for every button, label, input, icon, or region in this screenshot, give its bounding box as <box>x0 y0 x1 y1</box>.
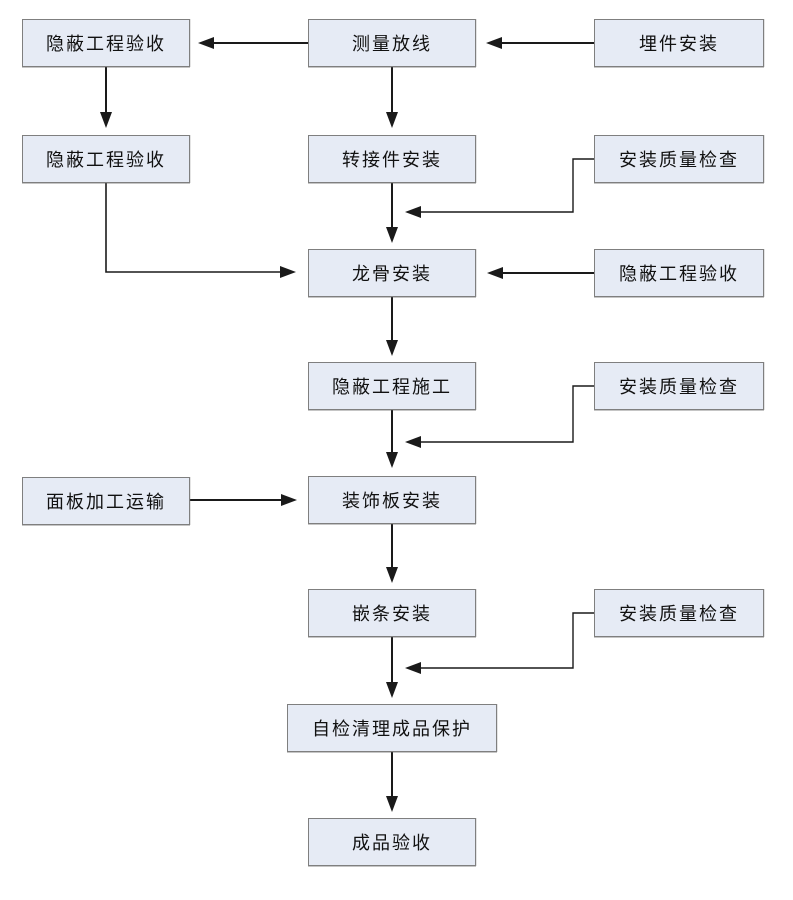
edge-quality-check-2-feedback <box>405 385 594 448</box>
arrowhead-icon <box>386 112 398 128</box>
flow-node-label: 隐蔽工程验收 <box>46 150 166 170</box>
arrowhead-icon <box>100 112 112 128</box>
arrowhead-icon <box>405 206 421 218</box>
flow-node-label: 测量放线 <box>352 34 432 54</box>
flow-node-label: 安装质量检查 <box>619 604 739 624</box>
arrowhead-icon <box>386 227 398 243</box>
edge-measure-layout-to-adapter-install <box>386 67 398 128</box>
arrowhead-icon <box>386 340 398 356</box>
arrowhead-icon <box>386 682 398 698</box>
edge-panel-transport-to-decorative-panel <box>190 494 297 506</box>
edge-adapter-install-to-keel-install <box>386 183 398 243</box>
arrowhead-icon <box>386 567 398 583</box>
arrowhead-icon <box>405 436 421 448</box>
flow-node-install-quality-check-3: 安装质量检查 <box>594 589 764 637</box>
flow-node-decorative-panel-install: 装饰板安装 <box>308 476 476 524</box>
flow-node-keel-install: 龙骨安装 <box>308 249 476 297</box>
flow-node-label: 埋件安装 <box>639 34 719 54</box>
flow-node-label: 转接件安装 <box>342 150 442 170</box>
edge-quality-check-1-feedback <box>405 158 594 218</box>
edge-hidden-construction-to-decorative-panel <box>386 410 398 468</box>
edge-inlay-strip-to-self-check <box>386 637 398 698</box>
flow-node-label: 装饰板安装 <box>342 491 442 511</box>
flow-node-label: 嵌条安装 <box>352 604 432 624</box>
edge-measure-layout-to-hidden-acceptance-1 <box>198 37 308 49</box>
arrowhead-icon <box>386 452 398 468</box>
flow-node-label: 安装质量检查 <box>619 150 739 170</box>
edge-quality-check-3-feedback <box>405 612 594 674</box>
flow-node-label: 安装质量检查 <box>619 377 739 397</box>
arrowhead-icon <box>487 267 503 279</box>
flow-node-hidden-works-acceptance-3: 隐蔽工程验收 <box>594 249 764 297</box>
edge-decorative-panel-to-inlay-strip <box>386 524 398 583</box>
flow-node-panel-process-transport: 面板加工运输 <box>22 477 190 525</box>
flow-node-embed-part-install: 埋件安装 <box>594 19 764 67</box>
flow-node-label: 面板加工运输 <box>46 492 166 512</box>
flow-node-label: 自检清理成品保护 <box>312 719 472 739</box>
edge-self-check-to-finished-acceptance <box>386 752 398 812</box>
flow-node-install-quality-check-1: 安装质量检查 <box>594 135 764 183</box>
flow-node-self-check-clean-protect: 自检清理成品保护 <box>287 704 497 752</box>
flow-node-adapter-install: 转接件安装 <box>308 135 476 183</box>
flow-node-label: 隐蔽工程施工 <box>332 377 452 397</box>
flow-node-hidden-works-acceptance-1: 隐蔽工程验收 <box>22 19 190 67</box>
flow-node-label: 龙骨安装 <box>352 264 432 284</box>
flow-node-install-quality-check-2: 安装质量检查 <box>594 362 764 410</box>
arrowhead-icon <box>281 494 297 506</box>
edge-hidden-acceptance-1-to-2 <box>100 67 112 128</box>
flow-node-finished-product-acceptance: 成品验收 <box>308 818 476 866</box>
arrowhead-icon <box>405 662 421 674</box>
flow-node-label: 隐蔽工程验收 <box>46 34 166 54</box>
arrowhead-icon <box>198 37 214 49</box>
arrowhead-icon <box>386 796 398 812</box>
edge-hidden-acceptance-3-to-keel-install <box>487 267 594 279</box>
flow-node-hidden-works-acceptance-2: 隐蔽工程验收 <box>22 135 190 183</box>
flow-node-label: 成品验收 <box>352 833 432 853</box>
edge-hidden-acceptance-2-to-keel-install <box>105 183 296 278</box>
arrowhead-icon <box>280 266 296 278</box>
edge-embed-install-to-measure-layout <box>486 37 594 49</box>
arrowhead-icon <box>486 37 502 49</box>
flow-node-measure-layout: 测量放线 <box>308 19 476 67</box>
flow-node-inlay-strip-install: 嵌条安装 <box>308 589 476 637</box>
flow-node-label: 隐蔽工程验收 <box>619 264 739 284</box>
flow-node-hidden-works-construction: 隐蔽工程施工 <box>308 362 476 410</box>
edge-keel-install-to-hidden-construction <box>386 297 398 356</box>
